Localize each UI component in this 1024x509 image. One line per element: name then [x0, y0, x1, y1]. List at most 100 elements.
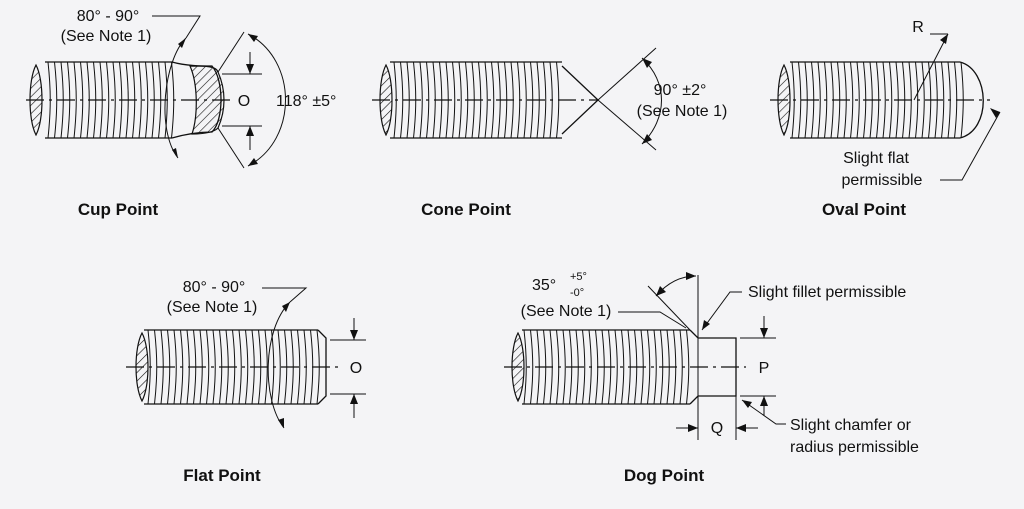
thread-line — [491, 61, 495, 139]
oval-flat-label-2: permissible — [842, 172, 923, 189]
thread-line — [614, 329, 618, 405]
thread-line — [212, 329, 216, 405]
flat-arrow-head — [278, 418, 284, 428]
cup-angle-label: 80° - 90° — [77, 8, 140, 25]
cup-ext-line — [217, 31, 245, 73]
flat-arrow-head — [350, 330, 358, 340]
cone-arrow-head — [642, 134, 652, 144]
cone-point-figure: 90° ±2° (See Note 1) Cone Point — [372, 47, 728, 219]
thread-line — [112, 61, 116, 139]
flat-dim-label: O — [350, 360, 362, 377]
dog-fillet-label: Slight fillet permissible — [748, 284, 906, 301]
cup-arrow-head — [248, 158, 258, 166]
oval-arrow-head — [990, 108, 1000, 118]
dog-arrow-head — [656, 286, 666, 296]
thread-line — [647, 329, 651, 405]
dog-note-label: (See Note 1) — [521, 303, 612, 320]
flat-angle-label: 80° - 90° — [183, 279, 246, 296]
thread-line — [245, 329, 249, 405]
flat-title: Flat Point — [183, 466, 261, 485]
thread-line — [145, 61, 149, 139]
dog-arrow-head — [760, 328, 768, 338]
dog-arrow-head — [736, 424, 746, 432]
dog-q-label: Q — [711, 420, 723, 437]
cup-leader — [152, 15, 201, 39]
oval-point-figure: R Slight flat permissible Oval Point — [770, 19, 1001, 219]
dog-arrow-head — [760, 396, 768, 406]
thread-line — [523, 329, 527, 405]
thread-line — [238, 329, 242, 405]
dog-title: Dog Point — [624, 466, 705, 485]
cup-arrow-head — [178, 38, 186, 48]
flat-arrow-head — [282, 302, 290, 312]
thread-line — [921, 61, 925, 139]
thread-line — [562, 329, 566, 405]
cone-angle-arc — [641, 57, 662, 145]
dog-tol-plus: +5° — [570, 271, 587, 283]
thread-line — [106, 61, 110, 139]
flat-arrow-head — [350, 394, 358, 404]
dog-note-leader — [618, 311, 687, 329]
cone-body-outline — [390, 61, 562, 139]
dog-angle-ext — [647, 285, 691, 331]
thread-line — [400, 61, 404, 139]
dog-arrow-head — [686, 272, 696, 280]
dog-tol-minus: -0° — [570, 287, 584, 299]
flat-body-outline — [144, 329, 318, 405]
cup-dim-label: O — [238, 93, 250, 110]
oval-tip-outline — [959, 61, 984, 139]
thread-line — [530, 329, 534, 405]
thread-line — [882, 61, 886, 139]
thread-line — [206, 329, 210, 405]
cup-body-outline — [45, 61, 172, 139]
thread-line — [419, 61, 423, 139]
thread-line — [484, 61, 488, 139]
thread-line — [154, 329, 158, 405]
dog-arrow-head — [742, 400, 752, 408]
dog-body-outline — [522, 329, 690, 405]
dog-point-figure: 35° +5° -0° (See Note 1) Slight fillet p… — [504, 271, 919, 485]
thread-line — [543, 61, 547, 139]
cup-title: Cup Point — [78, 200, 159, 219]
thread-line — [686, 329, 690, 405]
dog-chamfer-label-1: Slight chamfer or — [790, 417, 912, 434]
cup-arrow-head — [246, 64, 254, 74]
oval-title: Oval Point — [822, 200, 906, 219]
thread-line — [297, 329, 301, 405]
thread-line — [452, 61, 456, 139]
dog-chamfer-label-2: radius permissible — [790, 439, 919, 456]
cone-angle-label: 90° ±2° — [654, 82, 707, 99]
thread-line — [173, 329, 177, 405]
dog-arrow-head — [688, 424, 698, 432]
cup-arrow-head — [248, 34, 258, 42]
thread-line — [889, 61, 893, 139]
thread-line — [653, 329, 657, 405]
thread-line — [679, 329, 683, 405]
dog-fillet-leader — [701, 291, 742, 331]
cup-arrow-head — [172, 148, 178, 158]
oval-flat-leader — [940, 111, 1001, 181]
cup-ext-line — [217, 127, 245, 169]
thread-line — [798, 61, 802, 139]
thread-line — [856, 61, 860, 139]
dog-arrow-head — [702, 320, 710, 330]
cup-note-label: (See Note 1) — [61, 28, 152, 45]
oval-arrow-head — [940, 34, 948, 44]
flat-angle-arc — [267, 301, 291, 429]
thread-line — [817, 61, 821, 139]
cone-arrow-head — [642, 58, 652, 68]
cone-ext-line — [597, 47, 657, 101]
oval-radius-line — [913, 33, 949, 101]
cup-118-arc — [247, 33, 286, 167]
thread-line — [941, 61, 945, 139]
flat-point-figure: 80° - 90° (See Note 1) O Flat Point — [126, 279, 366, 485]
thread-line — [523, 61, 527, 139]
cup-point-figure: 80° - 90° (See Note 1) O 118° ±5° Cup Po… — [26, 8, 336, 219]
cone-note-label: (See Note 1) — [637, 103, 728, 120]
cup-angle2-label: 118° ±5° — [276, 93, 336, 110]
cone-title: Cone Point — [421, 200, 511, 219]
flat-note-label: (See Note 1) — [167, 299, 258, 316]
cup-angle-arc — [164, 37, 187, 159]
